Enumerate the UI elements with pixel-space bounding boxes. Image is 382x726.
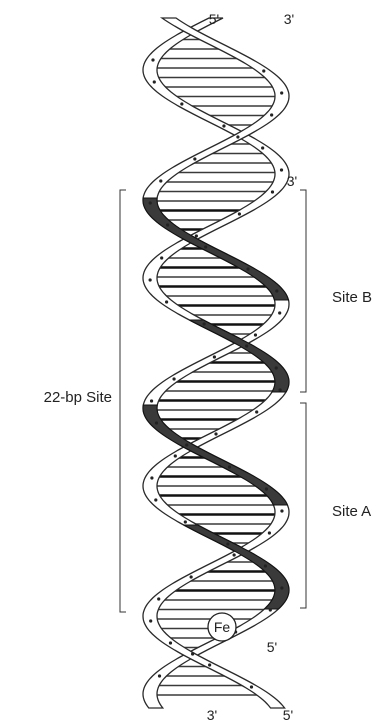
phosphate-dot [246,267,249,270]
phosphate-dot [262,69,265,72]
phosphate-dot [193,157,196,160]
upper-three-prime-label: 3' [287,173,297,189]
phosphate-dot [214,432,217,435]
full-site-label: 22-bp Site [44,389,112,406]
phosphate-dot [157,597,160,600]
site-a-highlight-lower [184,525,289,609]
phosphate-dot [195,234,198,237]
phosphate-dot [278,388,281,391]
phosphate-dot [226,542,229,545]
phosphate-dot [149,278,152,281]
phosphate-dot [174,454,177,457]
phosphate-dot [153,80,156,83]
phosphate-dot [154,498,157,501]
phosphate-dot [238,212,241,215]
phosphate-dot [203,322,206,325]
phosphate-dot [165,300,168,303]
iron-label: Fe [214,619,231,635]
phosphate-dot [264,564,267,567]
phosphate-dot [280,168,283,171]
phosphate-dot [166,223,169,226]
bottom-five-prime-inner-label: 5' [267,639,277,655]
phosphate-dot [155,421,158,424]
phosphate-dot [280,509,283,512]
site-b-highlight-upper [143,198,289,300]
phosphate-dot [245,344,248,347]
phosphate-dot [228,465,231,468]
phosphate-dot [270,113,273,116]
phosphate-dot [150,399,153,402]
phosphate-dot [149,201,152,204]
phosphate-dot [280,586,283,589]
phosphate-dot [269,608,272,611]
phosphate-dot [268,531,271,534]
phosphate-dot [184,520,187,523]
phosphate-dot [280,91,283,94]
phosphate-dot [208,663,211,666]
phosphate-dot [255,410,258,413]
phosphate-dot [172,377,175,380]
top-right-end-label: 3' [284,11,294,27]
site-b-bracket [300,190,306,392]
bottom-right-end-label: 5' [283,707,293,723]
phosphate-dot [213,355,216,358]
phosphate-dot [159,179,162,182]
phosphate-dot [233,553,236,556]
phosphate-dot [151,58,154,61]
phosphate-dot [222,124,225,127]
site-b-label: Site B [332,289,372,306]
phosphate-dot [265,487,268,490]
phosphate-dot [190,575,193,578]
bottom-left-end-label: 3' [207,707,217,723]
phosphate-dot [158,674,161,677]
full-site-bracket [120,190,126,612]
top-left-end-label: 5' [209,11,219,27]
phosphate-dot [149,619,152,622]
phosphate-dot [271,190,274,193]
phosphate-dot [169,641,172,644]
phosphate-dot [185,443,188,446]
phosphate-dot [261,146,264,149]
phosphate-dot [204,245,207,248]
site-a-bracket [300,403,306,608]
phosphate-dot [254,333,257,336]
phosphate-dot [275,289,278,292]
phosphate-dot [150,476,153,479]
phosphate-dot [236,135,239,138]
phosphate-dot [180,102,183,105]
phosphate-dot [278,311,281,314]
phosphate-dot [160,256,163,259]
site-a-label: Site A [332,503,371,520]
phosphate-dot [275,366,278,369]
phosphate-dot [250,685,253,688]
phosphate-dot [191,652,194,655]
